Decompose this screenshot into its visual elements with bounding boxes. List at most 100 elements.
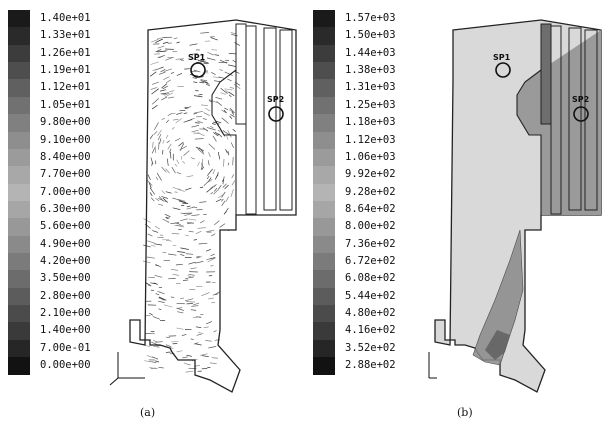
velocity-vector [186, 354, 192, 357]
velocity-vector [207, 127, 216, 131]
velocity-vector [195, 208, 202, 211]
velocity-vector [207, 160, 210, 166]
colorbar-swatch [8, 253, 30, 271]
velocity-vector [214, 220, 220, 226]
velocity-vector [199, 220, 205, 224]
velocity-vector [192, 58, 200, 61]
velocity-vector [151, 105, 158, 110]
velocity-vector [211, 49, 218, 51]
velocity-vector [221, 117, 229, 124]
colorbar-swatch [8, 339, 30, 358]
velocity-vector [226, 135, 229, 140]
platen-left [235, 23, 247, 125]
velocity-vector [207, 257, 216, 263]
velocity-vector [188, 261, 196, 265]
velocity-vector [225, 89, 229, 93]
flame-plume-inner [485, 330, 510, 360]
velocity-vector [158, 196, 164, 202]
velocity-vector [201, 355, 209, 357]
velocity-vector [221, 178, 224, 182]
velocity-vector [221, 198, 224, 202]
velocity-vector [228, 94, 232, 98]
velocity-vector [165, 134, 169, 139]
velocity-vector [219, 69, 223, 71]
velocity-vector [198, 59, 205, 62]
velocity-vector [210, 253, 215, 257]
probe-sp1 [495, 62, 511, 78]
velocity-vector [213, 330, 217, 333]
velocity-vector [161, 96, 168, 101]
velocity-vector [175, 118, 182, 124]
velocity-vector [183, 150, 190, 156]
velocity-vector [155, 38, 163, 44]
velocity-vector [176, 307, 185, 311]
velocity-vector [205, 248, 212, 252]
velocity-vector [186, 206, 195, 210]
velocity-vector [196, 333, 202, 336]
velocity-vector [203, 81, 210, 85]
velocity-vector [149, 71, 157, 77]
velocity-vector [231, 180, 236, 186]
velocity-vector [205, 229, 215, 233]
velocity-vector [151, 81, 159, 85]
velocity-vector [152, 230, 159, 233]
velocity-vector [186, 205, 191, 208]
velocity-vector [142, 260, 151, 264]
velocity-vector [165, 168, 170, 174]
velocity-vector [185, 253, 194, 255]
velocity-vector [218, 76, 224, 79]
colorbar-swatch [8, 287, 30, 306]
velocity-vector [209, 362, 217, 364]
colorbar-tick-label: 4.90e+00 [40, 237, 91, 250]
nose-outline [211, 69, 237, 215]
velocity-vector [177, 307, 183, 309]
velocity-vector [169, 148, 172, 153]
colorbar-tick-label: 1.26e+01 [40, 46, 91, 59]
velocity-vector [212, 169, 216, 175]
velocity-vector [176, 172, 182, 175]
velocity-vector [193, 81, 198, 83]
temperature-colorbar [313, 10, 335, 392]
velocity-vector [165, 119, 170, 124]
colorbar-tick-label: 5.44e+02 [345, 289, 396, 302]
velocity-vector [185, 234, 189, 237]
colorbar-swatch [313, 44, 335, 63]
velocity-vector [177, 311, 184, 314]
colorbar-swatch [8, 305, 30, 323]
velocity-vector [169, 90, 175, 92]
colorbar-tick-label: 4.20e+00 [40, 255, 91, 268]
velocity-vector [225, 196, 230, 202]
velocity-vector [208, 143, 216, 150]
velocity-vector [163, 304, 173, 308]
colorbar-swatch [8, 44, 30, 63]
colorbar-swatch [8, 79, 30, 97]
colorbar-swatch [8, 10, 30, 28]
velocity-vector [209, 178, 213, 182]
velocity-vector [210, 192, 214, 195]
velocity-vector [195, 326, 202, 328]
velocity-vector [212, 135, 217, 142]
probe-sp2 [268, 106, 284, 122]
velocity-vector [214, 54, 220, 56]
velocity-vector [158, 50, 168, 53]
velocity-vector [206, 321, 213, 325]
velocity-vector [231, 174, 235, 179]
velocity-vector [217, 151, 221, 160]
velocity-vector [180, 247, 189, 250]
colorbar-tick-label: 9.80e+00 [40, 116, 91, 129]
colorbar-tick-label: 2.80e+00 [40, 289, 91, 302]
colorbar-tick-label: 1.05e+01 [40, 98, 91, 111]
colorbar-swatch [313, 27, 335, 45]
colorbar-swatch [313, 305, 335, 323]
velocity-vector-plot: SP1 SP2 [109, 19, 297, 393]
velocity-vector [175, 263, 183, 266]
colorbar-swatch [313, 131, 335, 149]
velocity-vector [220, 92, 226, 95]
velocity-vector [195, 230, 202, 235]
velocity-vector [160, 89, 167, 92]
velocity-vector [215, 198, 222, 203]
velocity-vector [174, 191, 178, 193]
colorbar-swatch [313, 148, 335, 167]
velocity-vector [227, 150, 230, 156]
velocity-vector [234, 42, 240, 46]
